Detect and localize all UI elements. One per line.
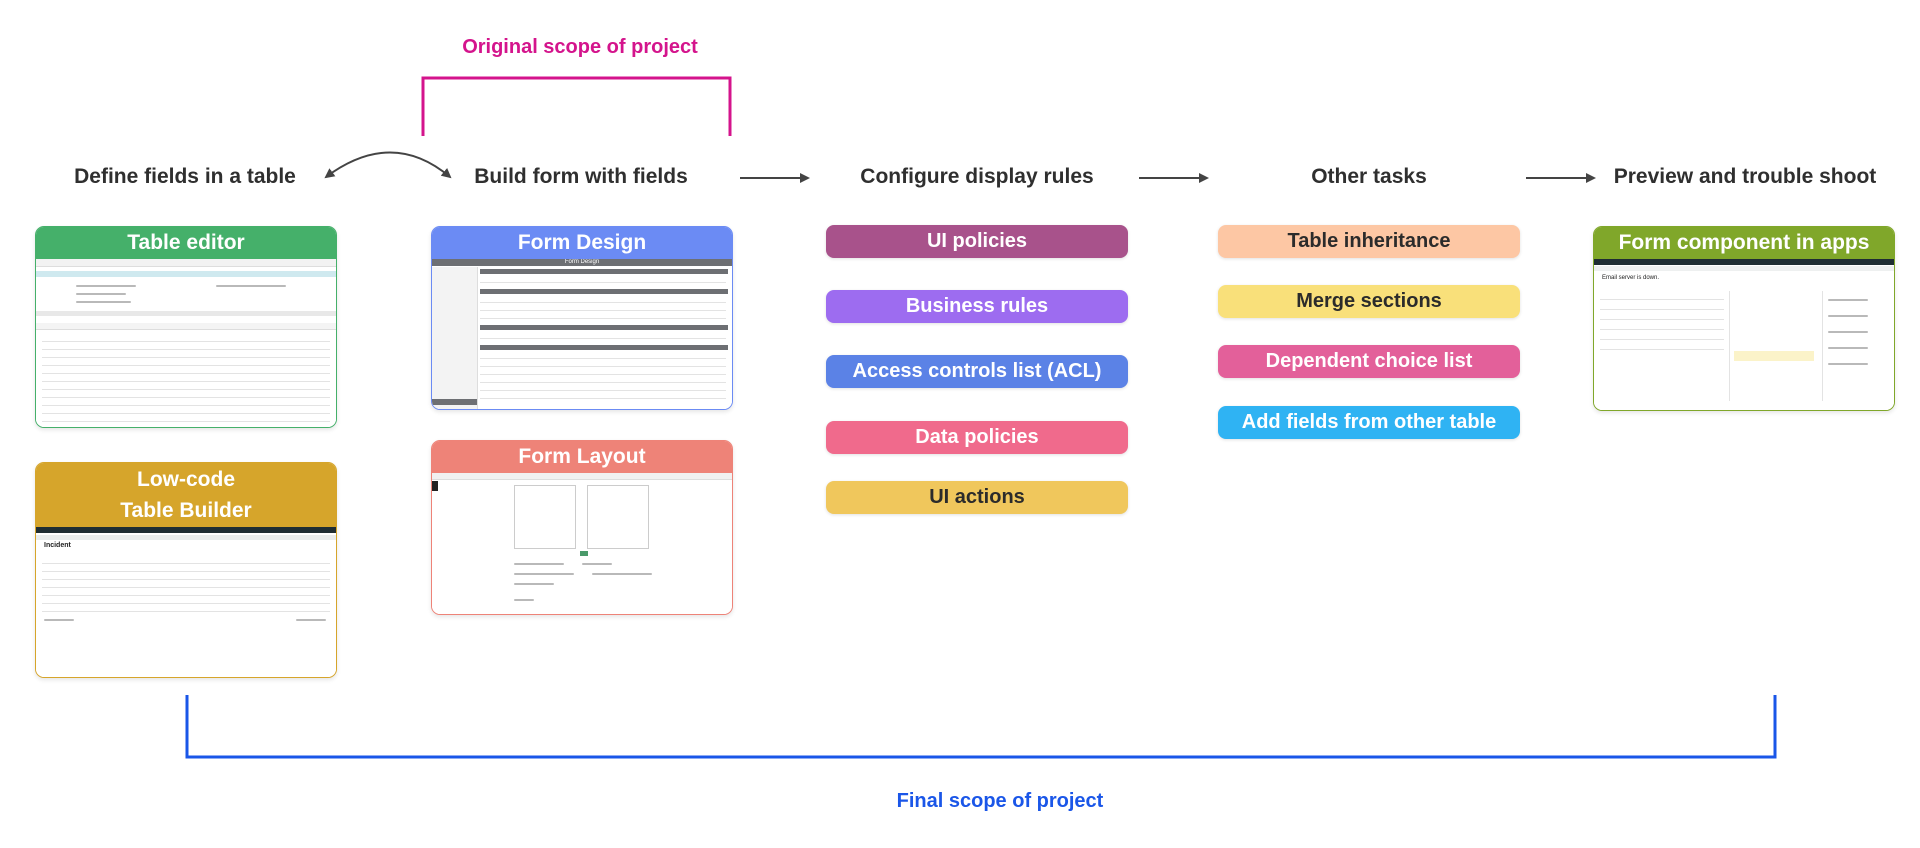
table-editor-screenshot [36,259,336,427]
form-design-card: Form Design Form Design [431,226,733,410]
form-design-header: Form Design [432,227,732,259]
original-scope-title: Original scope of project [462,36,698,58]
form-layout-screenshot [432,473,732,614]
pill-merge-sections: Merge sections [1218,285,1520,318]
form-layout-card: Form Layout [431,440,733,615]
stage-title-build-form: Build form with fields [474,165,688,188]
form-design-screenshot: Form Design [432,259,732,409]
stage-title-display-rules: Configure display rules [860,165,1094,188]
form-layout-header: Form Layout [432,441,732,473]
table-editor-card: Table editor [35,226,337,428]
pill-business-rules: Business rules [826,290,1128,323]
pill-ui-policies: UI policies [826,225,1128,258]
pill-table-inheritance: Table inheritance [1218,225,1520,258]
form-component-screenshot: Email server is down. [1594,259,1894,410]
pill-dependent-choice-list: Dependent choice list [1218,345,1520,378]
form-component-card: Form component in apps Email server is d… [1593,226,1895,411]
low-code-screenshot: Incident [36,527,336,677]
pill-ui-actions: UI actions [826,481,1128,514]
low-code-table-builder-header: Low-code Table Builder [36,463,336,527]
incident-mini-heading: Incident [44,542,71,549]
email-mini-heading: Email server is down. [1602,275,1660,281]
pill-data-policies: Data policies [826,421,1128,454]
original-scope-bracket [421,76,732,136]
stage-title-other-tasks: Other tasks [1311,165,1427,188]
low-code-line1: Low-code [137,468,235,491]
form-component-header: Form component in apps [1594,227,1894,259]
final-scope-bracket [185,695,1777,759]
final-scope-title: Final scope of project [896,790,1104,812]
stage-title-define-fields: Define fields in a table [74,165,296,188]
pill-add-fields-other-table: Add fields from other table [1218,406,1520,439]
stage-title-preview: Preview and trouble shoot [1613,165,1877,188]
low-code-line2: Table Builder [120,499,252,522]
table-editor-header: Table editor [36,227,336,259]
low-code-table-builder-card: Low-code Table Builder Incident [35,462,337,678]
form-design-mini-title: Form Design [432,259,732,266]
pill-acl: Access controls list (ACL) [826,355,1128,388]
curved-double-arrow [324,151,452,179]
